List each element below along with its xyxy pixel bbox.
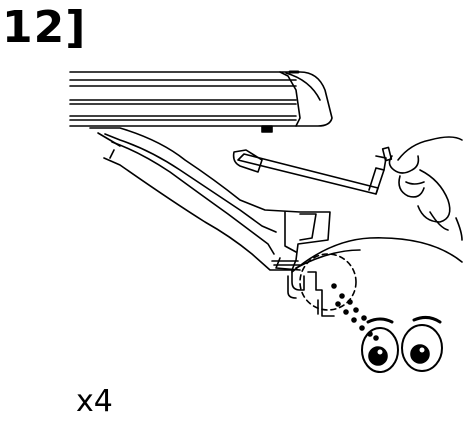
hex-key-icon <box>232 146 393 195</box>
detail-callout-icon <box>299 253 379 341</box>
roof-edge-line <box>291 237 463 273</box>
step-number: 12] <box>2 2 87 53</box>
quantity-label: x4 <box>76 384 113 419</box>
hand-icon <box>388 136 463 241</box>
foot-bracket-icon <box>89 127 331 299</box>
roof-bar-icon <box>69 70 333 133</box>
eyes-icon <box>361 315 443 373</box>
